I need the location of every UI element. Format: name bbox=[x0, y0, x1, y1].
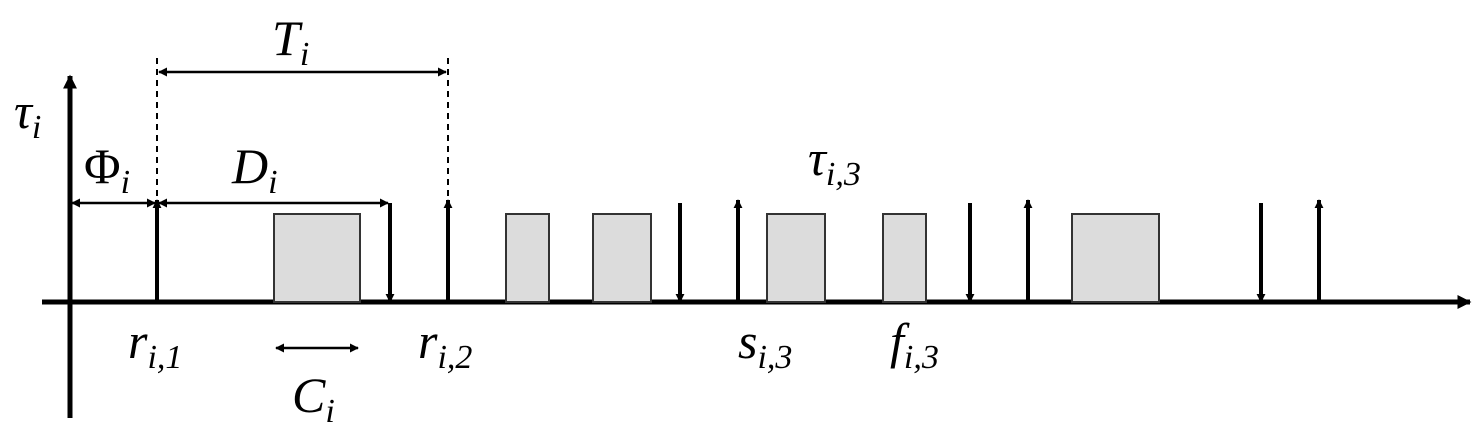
execution-block bbox=[1071, 213, 1160, 303]
execution-block bbox=[882, 213, 927, 303]
phase-label: Φi bbox=[84, 138, 130, 201]
start3-label: si,3 bbox=[738, 313, 792, 376]
execution-block bbox=[766, 213, 826, 303]
job-label: τi,3 bbox=[808, 130, 861, 193]
execution-blocks bbox=[273, 213, 1160, 303]
finish3-label: fi,3 bbox=[890, 313, 939, 376]
release-arrows bbox=[152, 199, 1324, 302]
y-axis-label: τi bbox=[14, 83, 41, 146]
execution-block bbox=[592, 213, 652, 303]
deadline-label: Di bbox=[231, 138, 278, 201]
period-label: Ti bbox=[272, 10, 309, 73]
release2-label: ri,2 bbox=[418, 313, 472, 376]
execution-block bbox=[273, 213, 361, 303]
exec-label: Ci bbox=[292, 367, 335, 430]
deadline-arrows bbox=[385, 203, 1266, 303]
release1-label: ri,1 bbox=[128, 313, 182, 376]
execution-block bbox=[505, 213, 550, 303]
